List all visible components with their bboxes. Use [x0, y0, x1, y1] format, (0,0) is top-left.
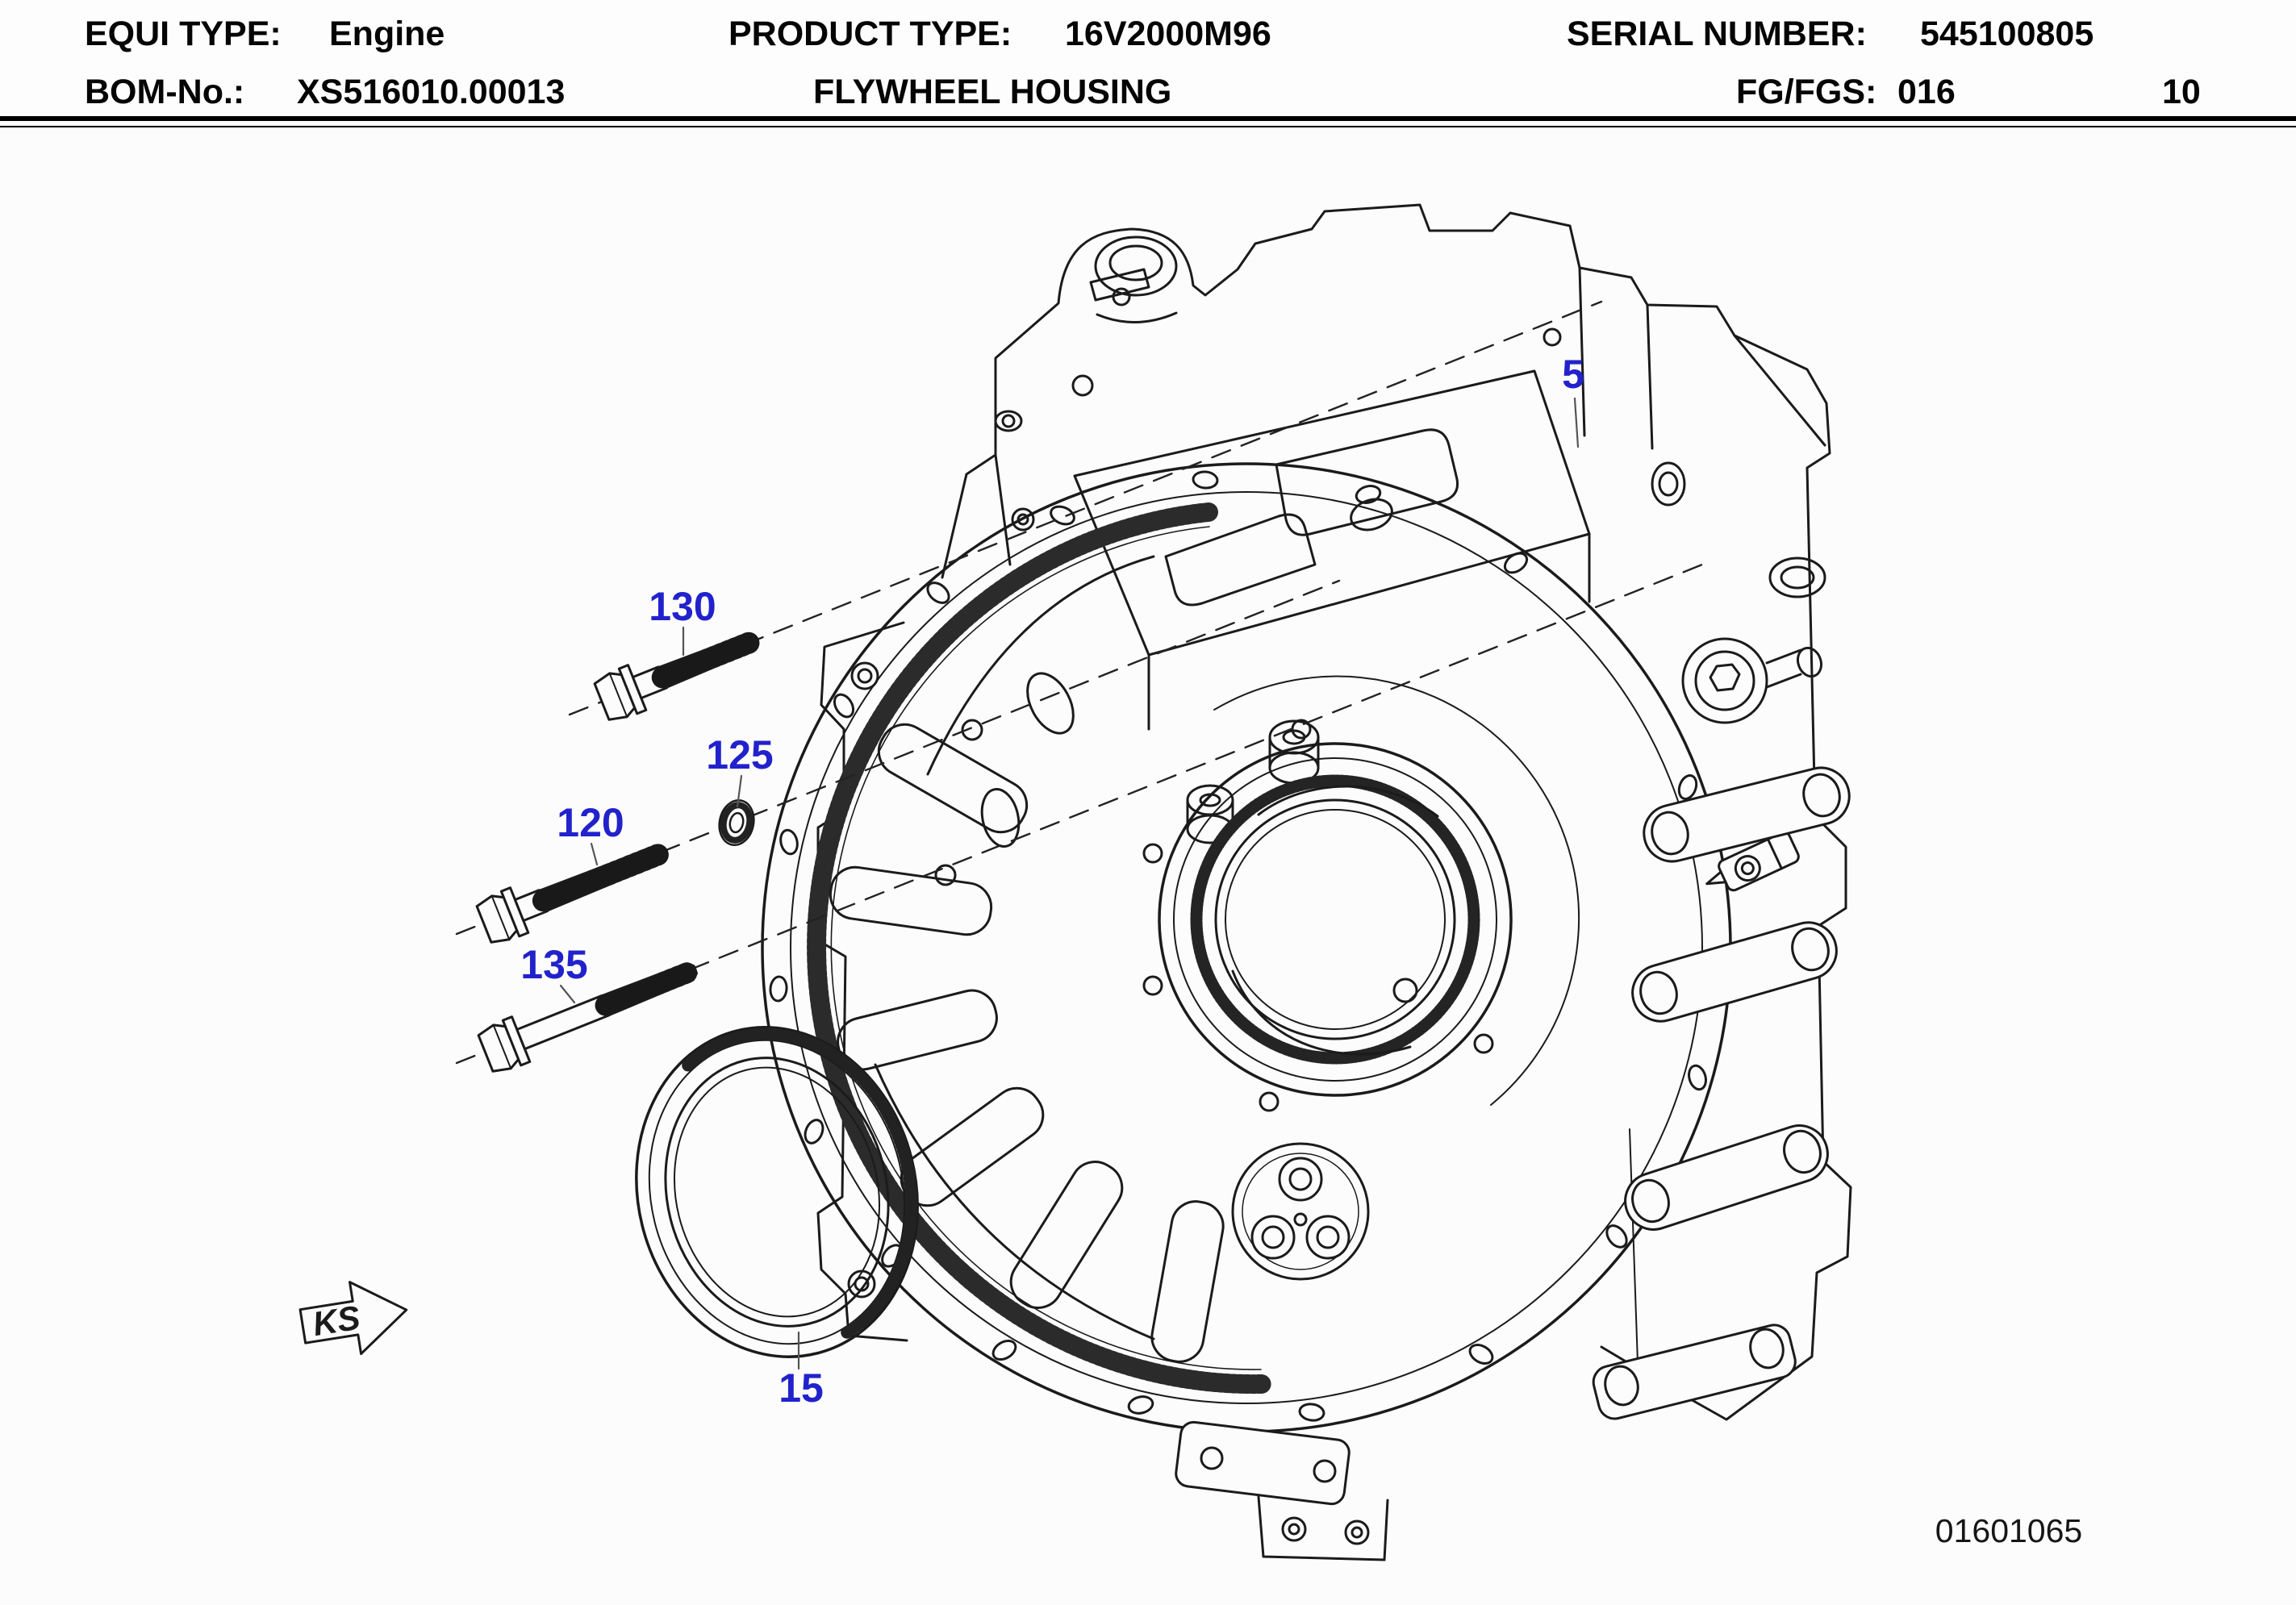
- center-axis-bolt-130: [568, 300, 1603, 716]
- leader-135: [559, 984, 576, 1004]
- header-rule-thick: [0, 116, 2296, 121]
- leader-120: [590, 842, 599, 866]
- product-type-value: 16V2000M96: [1065, 15, 1271, 53]
- right-side-brackets: [1592, 557, 1851, 1420]
- callout-135[interactable]: 135: [520, 942, 587, 987]
- header-rule-thin: [0, 126, 2296, 127]
- hex-bolt-120: [475, 844, 669, 944]
- three-hole-boss: [1231, 1142, 1370, 1281]
- left-mounting-rail: [816, 621, 908, 1342]
- drawing-number: 01601065: [1935, 1512, 2082, 1549]
- sheet-title: FLYWHEEL HOUSING: [813, 73, 1172, 111]
- fg-fgs-label: FG/FGS:: [1736, 73, 1877, 111]
- parts-diagram: KS 5 130 125 120 135 15 01601065: [298, 203, 2082, 1561]
- callout-5[interactable]: 5: [1562, 352, 1584, 397]
- ring-gear-hatching: [807, 502, 1271, 1394]
- callout-130[interactable]: 130: [649, 584, 716, 629]
- clamp-bracket: [1705, 831, 1800, 892]
- callout-leader-lines: [559, 397, 1580, 1370]
- leader-125: [736, 774, 743, 808]
- callout-15[interactable]: 15: [779, 1365, 824, 1411]
- hex-bolt-130: [593, 632, 760, 721]
- bottom-mounting-pads: [1175, 1420, 1389, 1561]
- interior-ribs: [829, 498, 1393, 1363]
- equi-type-value: Engine: [329, 15, 445, 53]
- hex-bolt-135: [477, 961, 700, 1073]
- product-type-label: PRODUCT TYPE:: [728, 15, 1012, 53]
- page-number: 10: [2162, 73, 2201, 111]
- bom-number-value: XS516010.00013: [297, 73, 566, 111]
- ks-view-arrow: KS: [298, 1281, 408, 1356]
- ks-view-label: KS: [310, 1299, 362, 1344]
- flange-ring: [761, 462, 1732, 1433]
- washer-125: [718, 799, 755, 846]
- page-header: EQUI TYPE: Engine PRODUCT TYPE: 16V2000M…: [0, 0, 2296, 131]
- fg-fgs-value: 016: [1897, 73, 1956, 111]
- serial-number-label: SERIAL NUMBER:: [1567, 15, 1867, 53]
- equi-type-label: EQUI TYPE:: [85, 15, 282, 53]
- leader-5: [1573, 397, 1580, 448]
- hex-socket-plug: [1681, 637, 1768, 724]
- callout-125[interactable]: 125: [706, 732, 773, 777]
- serial-number-value: 545100805: [1920, 15, 2094, 53]
- center-bore: [1142, 675, 1580, 1112]
- bom-number-label: BOM-No.:: [85, 73, 245, 111]
- callout-120[interactable]: 120: [557, 800, 624, 845]
- seal-ring-15: [635, 1026, 919, 1358]
- flange-bolt-holes: [769, 470, 1707, 1422]
